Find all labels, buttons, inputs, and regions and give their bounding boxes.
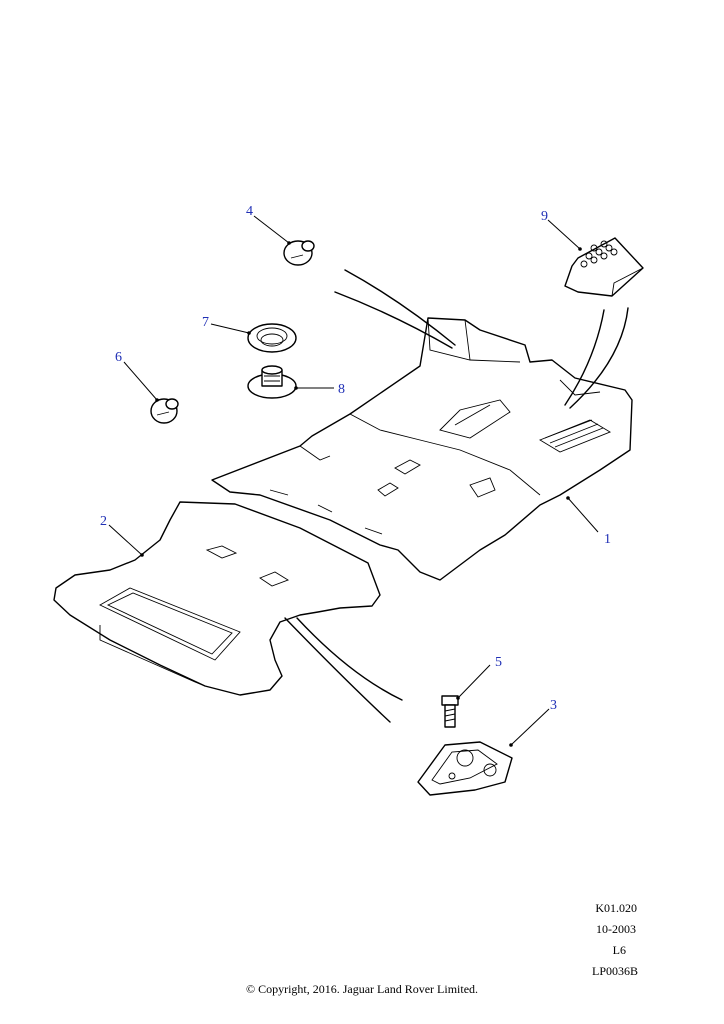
bolt-part-5 xyxy=(441,695,459,728)
callout-8: 8 xyxy=(338,382,345,397)
catalog-code: K01.020 xyxy=(595,901,637,915)
callout-1: 1 xyxy=(604,532,611,547)
callout-9: 9 xyxy=(541,209,548,224)
callout-3: 3 xyxy=(550,698,557,713)
catalog-level: L6 xyxy=(612,943,626,957)
leader-lines xyxy=(108,215,599,747)
clip-part-4 xyxy=(283,240,315,266)
heel-pad-part xyxy=(564,237,644,297)
floor-carpet-part xyxy=(211,317,633,581)
fastener-part-8 xyxy=(247,365,297,399)
callout-4: 4 xyxy=(246,204,253,219)
callout-5: 5 xyxy=(495,655,502,670)
illustration-number: LP0036B xyxy=(591,964,638,978)
catalog-date: 10-2003 xyxy=(596,922,636,936)
callout-7: 7 xyxy=(202,315,209,330)
callout-6: 6 xyxy=(115,350,122,365)
grommet-part-7 xyxy=(247,323,297,353)
hook-bracket-part xyxy=(417,741,513,796)
location-lines xyxy=(284,269,629,723)
clip-part-6 xyxy=(150,398,179,424)
copyright-notice: © Copyright, 2016. Jaguar Land Rover Lim… xyxy=(245,982,479,996)
callout-2: 2 xyxy=(100,514,107,529)
floor-mat-part xyxy=(53,501,381,696)
